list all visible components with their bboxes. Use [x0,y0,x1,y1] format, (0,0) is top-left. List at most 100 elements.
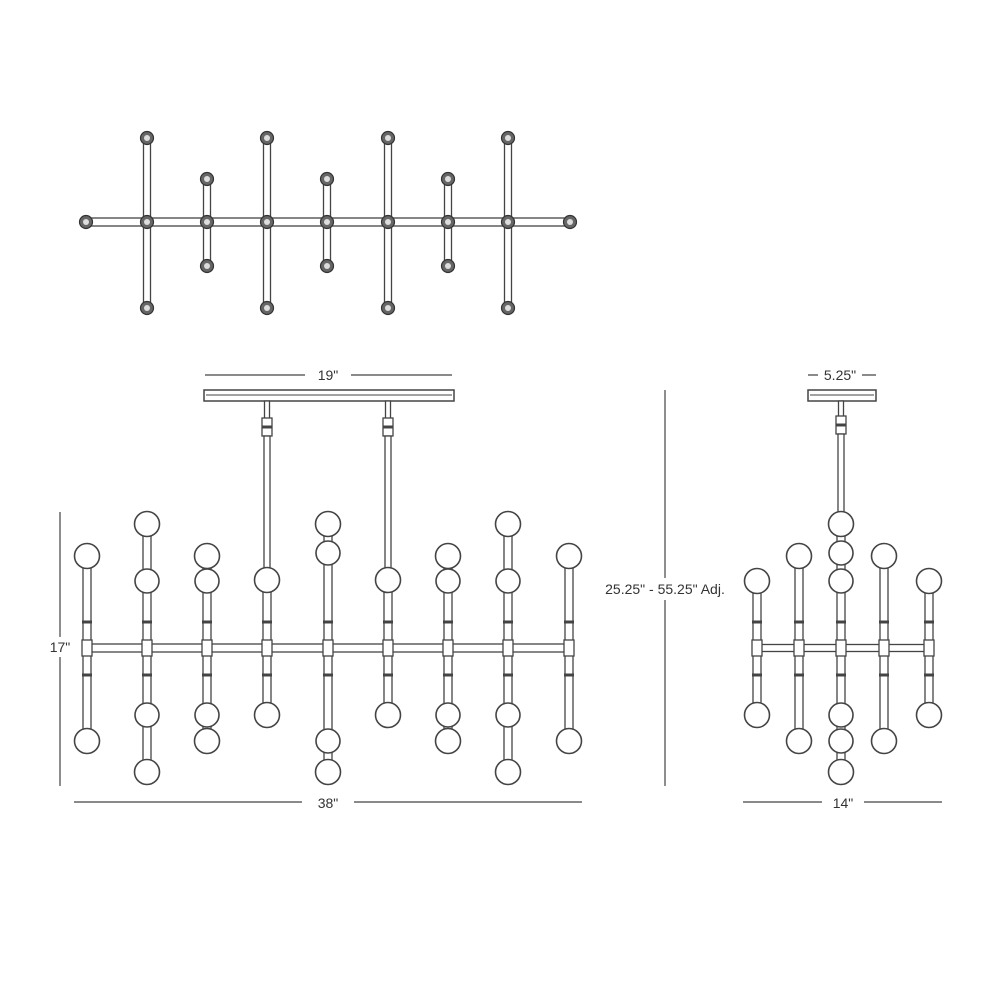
front-column-band [503,620,513,624]
top-view-arm-cap-center [144,305,150,311]
overall-height-label: 25.25" - 55.25" Adj. [605,581,725,597]
front-column-band [82,620,92,624]
front-top-globe [555,542,583,570]
side-bottom-globe [743,701,771,729]
top-plan-view [78,130,578,316]
front-column-band [383,673,393,677]
side-stem [837,433,845,513]
side-column-band [794,620,804,624]
side-column-joint [793,639,805,657]
front-bottom-globe [374,701,402,729]
top-view-arm-cap-center [324,176,330,182]
front-column-joint [502,639,514,657]
side-bottom-globe [870,727,898,755]
front-column-joint [141,639,153,657]
front-column-band [383,620,393,624]
side-top-globe [915,567,943,595]
top-view-arm-cap-center [385,305,391,311]
front-column-band [503,673,513,677]
side-column-joint [751,639,763,657]
top-view-arm-cap-center [385,135,391,141]
front-bottom-globe [494,758,522,786]
front-column-band [142,620,152,624]
side-column-band [836,620,846,624]
side-bottom-globe [915,701,943,729]
front-column-band [262,673,272,677]
front-inner-globe [134,568,160,594]
front-inner-globe [495,568,521,594]
front-column-band [564,620,574,624]
front-top-globe [133,510,161,538]
front-inner-globe [435,702,461,728]
front-top-globe [314,510,342,538]
side-column-band [879,620,889,624]
side-column-band [794,673,804,677]
top-view-arm-cap-center [204,263,210,269]
top-view-arm-cap-center [264,305,270,311]
top-view-joint-center [385,219,391,225]
front-inner-globe [315,540,341,566]
front-bottom-globe [314,758,342,786]
fixture-height-label-bg [44,637,76,657]
overall-height-label-bg [588,578,742,600]
side-depth-label-bg [822,794,864,812]
front-column-joint [563,639,575,657]
top-view-joint-center [445,219,451,225]
side-inner-globe [828,540,854,566]
front-top-globe [253,566,281,594]
front-elevation-view [73,389,583,786]
side-column-band [752,620,762,624]
front-column-band [323,620,333,624]
top-view-joint-center [505,219,511,225]
side-column-band [879,673,889,677]
front-bottom-globe [193,727,221,755]
front-bottom-globe [133,758,161,786]
top-view-arm-cap-center [445,263,451,269]
side-bottom-globe [827,758,855,786]
top-view-arm-cap-center [505,135,511,141]
front-inner-globe [495,702,521,728]
front-top-globe [374,566,402,594]
front-column-joint [201,639,213,657]
front-column-band [142,673,152,677]
front-column-band [262,620,272,624]
front-column-band [82,673,92,677]
top-view-arm-cap-center [144,135,150,141]
front-column-joint [442,639,454,657]
front-stem-top [384,400,392,421]
front-top-globe [494,510,522,538]
front-column-band [202,620,212,624]
fixture-height-label: 17" [50,639,71,655]
top-view-joint-center [264,219,270,225]
side-inner-globe [828,568,854,594]
side-canopy-width-label: 5.25" [824,367,856,383]
side-column-joint [835,639,847,657]
front-inner-globe [435,568,461,594]
side-top-globe [870,542,898,570]
side-top-globe [743,567,771,595]
side-top-globe [827,510,855,538]
top-view-joint-center [324,219,330,225]
side-column-joint [923,639,935,657]
side-inner-globe [828,702,854,728]
front-bottom-globe [73,727,101,755]
front-column-joint [261,639,273,657]
front-inner-globe [194,568,220,594]
front-stem-top [263,400,271,421]
front-column-joint [322,639,334,657]
front-column-band [443,620,453,624]
front-inner-globe [194,702,220,728]
front-top-globe [73,542,101,570]
side-column-band [836,673,846,677]
front-column-band [202,673,212,677]
side-canopy-width-label-bg [818,366,862,384]
side-column-band [924,620,934,624]
top-view-end-cap-center [567,219,573,225]
front-column-joint [81,639,93,657]
front-inner-globe [315,728,341,754]
top-view-arm-cap-center [264,135,270,141]
side-top-globe [785,542,813,570]
canopy-width-label: 19" [318,367,339,383]
overall-width-label: 38" [318,795,339,811]
front-stem-coupler-band [383,425,393,429]
